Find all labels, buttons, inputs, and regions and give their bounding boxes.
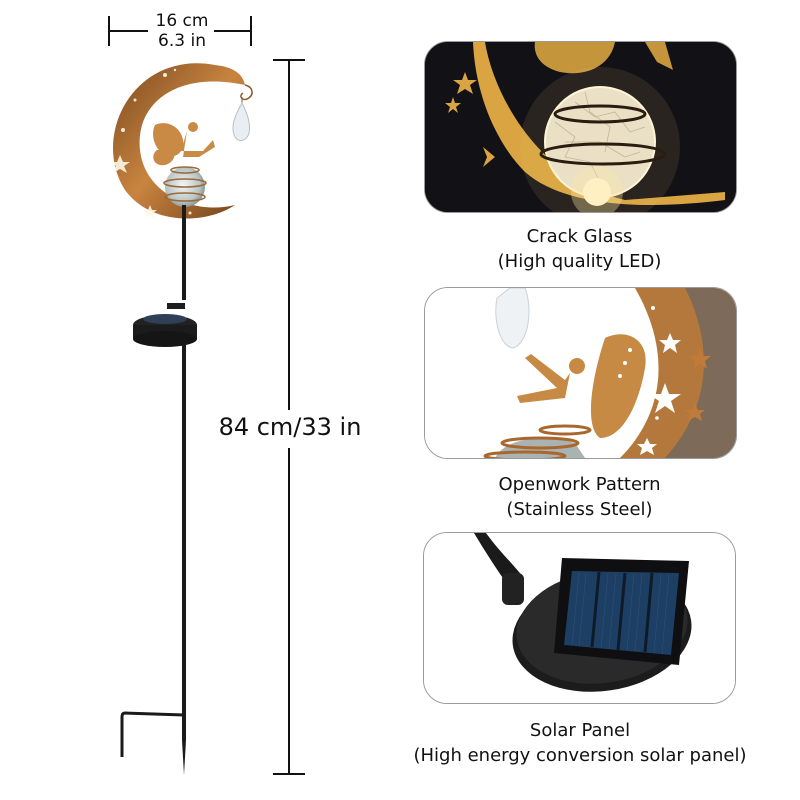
feature-card-openwork: [424, 287, 737, 459]
fairy-openwork-closeup: [425, 288, 736, 458]
width-dimension-left-line: [108, 30, 148, 32]
feature-title: Solar Panel: [529, 720, 631, 741]
width-dimension-right-tick: [250, 16, 252, 46]
feature-title: Openwork Pattern: [498, 474, 661, 495]
height-dimension-upper-line: [288, 60, 290, 410]
feature-subtitle: (Stainless Steel): [506, 499, 653, 520]
feature-caption-solar-panel: Solar Panel (High energy conversion sola…: [380, 718, 780, 768]
feature-title: Crack Glass: [526, 226, 633, 247]
crescent-moon-shape: [112, 63, 245, 219]
crack-glass-led-closeup: [425, 42, 736, 212]
height-dimension-lower-line: [288, 448, 290, 774]
width-in-label: 6.3 in: [158, 31, 206, 51]
feature-card-crack-glass: [424, 41, 737, 213]
feature-subtitle: (High energy conversion solar panel): [413, 745, 747, 766]
solar-panel-closeup: [424, 533, 735, 703]
feature-card-solar-panel: [423, 532, 736, 704]
feature-caption-openwork: Openwork Pattern (Stainless Steel): [424, 472, 735, 522]
height-label: 84 cm/33 in: [218, 413, 362, 441]
feature-caption-crack-glass: Crack Glass (High quality LED): [424, 224, 735, 274]
crystal-drop: [232, 101, 250, 141]
feature-subtitle: (High quality LED): [497, 251, 662, 272]
width-dimension-right-line: [214, 30, 252, 32]
width-cm-label: 16 cm: [155, 11, 209, 31]
product-image: [95, 55, 275, 800]
height-dimension-bottom-tick: [273, 773, 305, 775]
